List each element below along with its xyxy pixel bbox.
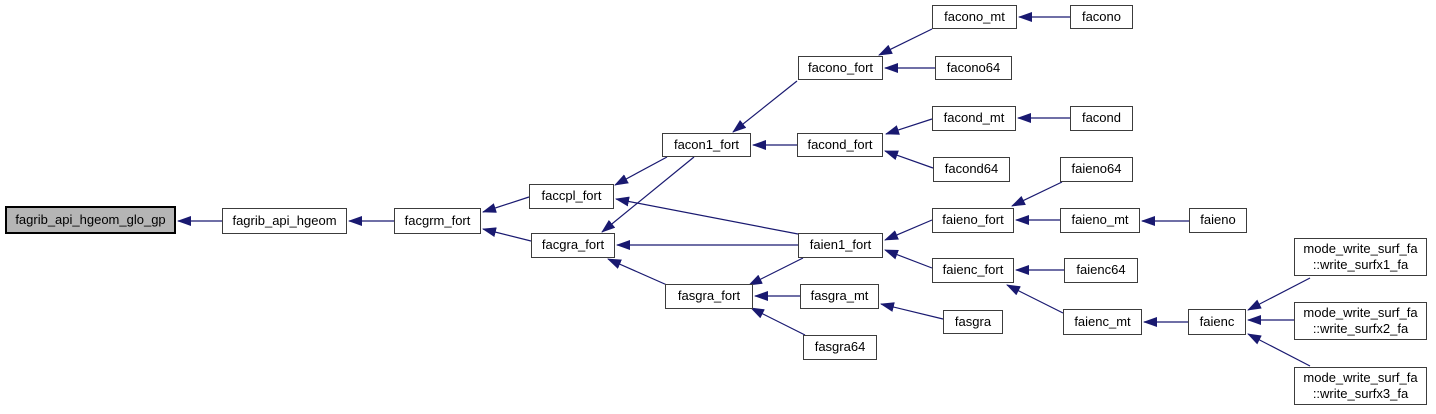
edge-facon1_fort-to-facgra_fort: [601, 156, 695, 233]
edge-mode_write_surf_fa_write_surfx3_fa-to-faienc: [1247, 333, 1311, 367]
node-label: facond64: [944, 161, 999, 177]
node-fasgra_mt[interactable]: fasgra_mt: [800, 284, 879, 309]
node-label: ::write_surfx3_fa: [1312, 386, 1409, 401]
edge-fasgra-to-fasgra_mt: [880, 302, 944, 320]
node-facond_mt[interactable]: facond_mt: [932, 106, 1016, 131]
node-label: facgra_fort: [541, 237, 605, 253]
node-facon1_fort[interactable]: facon1_fort: [662, 133, 751, 157]
node-facond64[interactable]: facond64: [933, 157, 1010, 182]
node-facond_fort[interactable]: facond_fort: [797, 133, 883, 157]
node-label: mode_write_surf_fa: [1303, 240, 1418, 256]
edge-faieno64-to-faieno_fort: [1011, 181, 1063, 207]
node-label: facono: [1081, 8, 1122, 24]
node-fagrib_api_hgeom[interactable]: fagrib_api_hgeom: [222, 208, 347, 234]
edge-facond64-to-facond_fort: [884, 150, 934, 169]
node-label: facond_fort: [807, 136, 873, 152]
node-fasgra[interactable]: fasgra: [943, 310, 1003, 334]
node-label: facond_mt: [943, 110, 1005, 126]
node-label: faccpl_fort: [541, 188, 602, 204]
node-faien1_fort[interactable]: faien1_fort: [798, 233, 883, 258]
node-faieno_mt[interactable]: faieno_mt: [1060, 208, 1140, 233]
node-faienc[interactable]: faienc: [1188, 309, 1246, 335]
edge-faienc_fort-to-faien1_fort: [884, 249, 933, 269]
node-facgra_fort[interactable]: facgra_fort: [531, 233, 615, 258]
node-label: facon1_fort: [673, 136, 740, 152]
node-label: faieno_mt: [1071, 212, 1129, 228]
node-fasgra_fort[interactable]: fasgra_fort: [665, 284, 753, 309]
edge-facono_mt-to-facono_fort: [878, 28, 933, 56]
node-label: fasgra64: [814, 339, 866, 355]
node-facono_mt[interactable]: facono_mt: [932, 5, 1017, 29]
node-label: fasgra: [954, 313, 992, 329]
node-faccpl_fort[interactable]: faccpl_fort: [529, 184, 614, 209]
node-label: faienc_mt: [1074, 313, 1131, 329]
node-label: ::write_surfx2_fa: [1312, 321, 1409, 336]
node-label: facono64: [946, 59, 1001, 75]
node-label: faien1_fort: [809, 237, 872, 253]
node-mode_write_surf_fa_write_surfx3_fa[interactable]: mode_write_surf_fa::write_surfx3_fa: [1294, 367, 1427, 405]
node-faienc64[interactable]: faienc64: [1064, 258, 1138, 283]
edge-facond_mt-to-facond_fort: [885, 118, 933, 135]
node-label: faieno64: [1071, 161, 1122, 177]
node-label: fasgra_mt: [810, 288, 869, 304]
edge-mode_write_surf_fa_write_surfx1_fa-to-faienc: [1247, 277, 1311, 311]
edge-faien1_fort-to-faccpl_fort: [615, 196, 799, 235]
node-label: faienc_fort: [942, 262, 1004, 278]
node-label: ::write_surfx1_fa: [1312, 257, 1409, 272]
node-label: faieno: [1200, 212, 1236, 228]
node-label: faienc: [1199, 313, 1235, 329]
node-label: fagrib_api_hgeom_glo_gp: [15, 211, 166, 227]
edge-facono_fort-to-facon1_fort: [732, 80, 798, 133]
edge-faieno_fort-to-faien1_fort: [884, 219, 933, 241]
edge-faienc_mt-to-faienc_fort: [1006, 284, 1064, 314]
edge-fasgra64-to-fasgra_fort: [750, 307, 806, 336]
node-label: mode_write_surf_fa: [1303, 369, 1418, 385]
node-label: facono_fort: [807, 59, 874, 75]
node-mode_write_surf_fa_write_surfx2_fa[interactable]: mode_write_surf_fa::write_surfx2_fa: [1294, 302, 1427, 340]
node-label: facgrm_fort: [404, 212, 471, 228]
node-facond[interactable]: facond: [1070, 106, 1133, 131]
node-faienc_mt[interactable]: faienc_mt: [1063, 309, 1142, 335]
node-label: faieno_fort: [942, 212, 1004, 228]
edge-facon1_fort-to-faccpl_fort: [614, 156, 668, 186]
node-fagrib_api_hgeom_glo_gp: fagrib_api_hgeom_glo_gp: [5, 206, 176, 234]
edge-faien1_fort-to-fasgra_fort: [748, 257, 804, 286]
node-label: facono_mt: [944, 8, 1005, 24]
node-label: facond: [1081, 110, 1122, 126]
node-label: fasgra_fort: [677, 288, 741, 304]
node-facono[interactable]: facono: [1070, 5, 1133, 29]
node-label: fagrib_api_hgeom: [232, 212, 337, 228]
node-facgrm_fort[interactable]: facgrm_fort: [394, 208, 481, 234]
node-facono64[interactable]: facono64: [935, 56, 1012, 80]
edge-faccpl_fort-to-facgrm_fort: [482, 196, 530, 213]
node-label: faienc64: [1076, 262, 1126, 278]
node-label: mode_write_surf_fa: [1303, 304, 1418, 320]
node-faieno[interactable]: faieno: [1189, 208, 1247, 233]
node-facono_fort[interactable]: facono_fort: [798, 56, 883, 80]
edge-fasgra_fort-to-facgra_fort: [607, 258, 668, 286]
edge-facgra_fort-to-facgrm_fort: [482, 227, 532, 242]
node-fasgra64[interactable]: fasgra64: [803, 335, 877, 360]
node-mode_write_surf_fa_write_surfx1_fa[interactable]: mode_write_surf_fa::write_surfx1_fa: [1294, 238, 1427, 276]
node-faieno64[interactable]: faieno64: [1060, 157, 1133, 182]
node-faienc_fort[interactable]: faienc_fort: [932, 258, 1014, 283]
node-faieno_fort[interactable]: faieno_fort: [932, 208, 1014, 233]
